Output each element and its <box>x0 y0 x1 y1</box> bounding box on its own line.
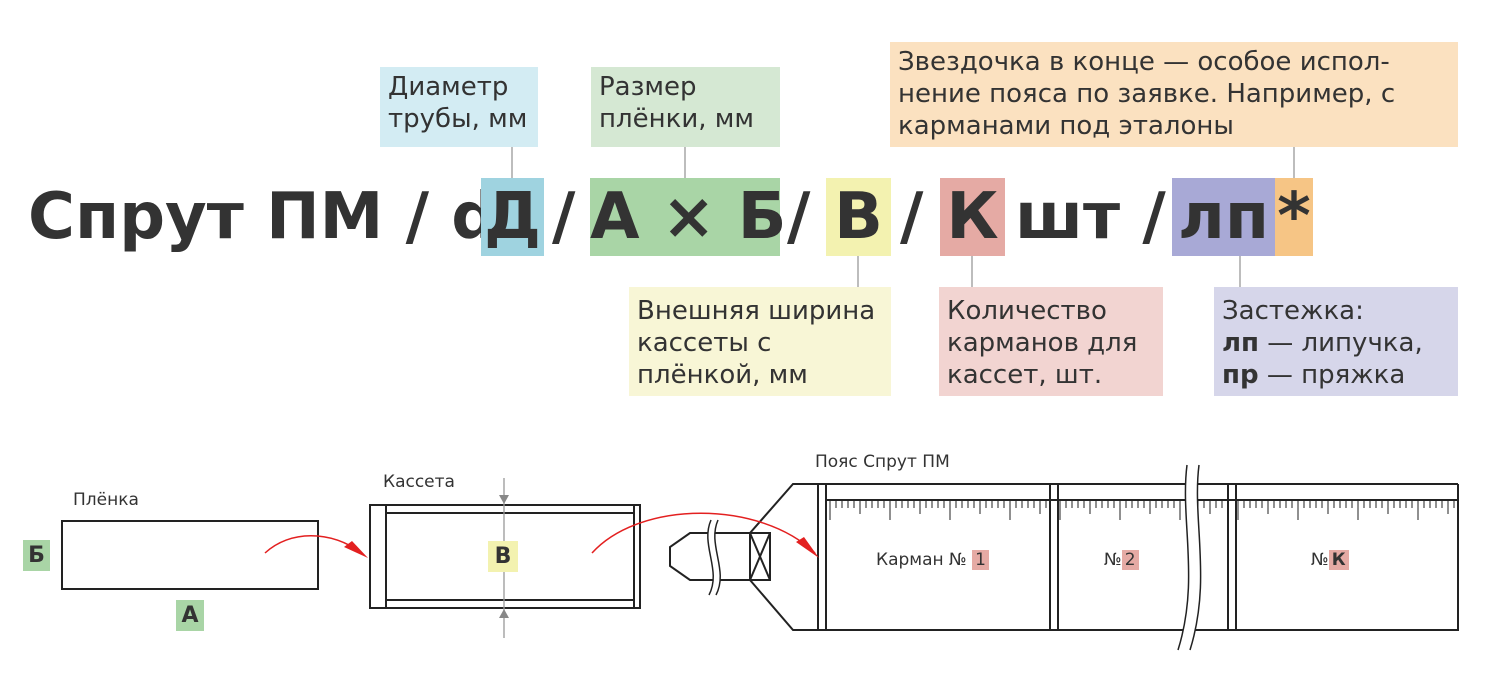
pocket-number: 2 <box>1121 550 1139 570</box>
film-a-tag: А <box>176 600 204 631</box>
label-fastener: Застежка: лп — липучка, пр — пряжка <box>1214 287 1458 396</box>
pocket-prefix: № <box>1311 550 1329 570</box>
film-label: Плёнка <box>73 490 139 510</box>
formula-count-unit: шт / <box>1015 180 1166 254</box>
fastener-title: Застежка: <box>1222 296 1364 326</box>
arrow-head-icon <box>344 541 368 558</box>
label-special: Звездочка в конце — особое испол-нение п… <box>890 42 1458 147</box>
formula-count: К <box>940 178 1005 256</box>
pocket-prefix: Карман № <box>876 550 967 570</box>
label-diameter: Диаметр трубы, мм <box>380 67 538 147</box>
cassette-v-tag: В <box>488 541 518 572</box>
formula-sep: / <box>787 180 811 254</box>
pocket-number: К <box>1328 550 1349 570</box>
label-width: Внешняя ширина кассеты с плёнкой, мм <box>629 287 891 396</box>
arrow-film-to-cassette <box>264 535 363 554</box>
pocket-prefix: № <box>1104 550 1122 570</box>
formula-special: * <box>1275 178 1313 256</box>
arrow-cassette-to-belt <box>591 512 816 554</box>
belt-label: Пояс Спрут ПМ <box>815 452 950 472</box>
ruler-ticks <box>829 500 1455 520</box>
film-b-tag: Б <box>23 540 50 571</box>
fastener-text: — липучка, <box>1259 328 1423 358</box>
formula-sep: / <box>900 180 924 254</box>
fastener-code: пр <box>1222 360 1259 390</box>
cassette-label: Кассета <box>383 472 455 492</box>
cassette-shape <box>369 504 641 609</box>
fastener-option-lp: лп — липучка, <box>1222 327 1450 359</box>
label-size: Размер плёнки, мм <box>591 67 780 147</box>
formula-size: А × Б <box>590 178 787 256</box>
formula-fastener: лп <box>1172 178 1275 256</box>
film-rect <box>61 520 319 590</box>
fastener-code: лп <box>1222 328 1260 358</box>
label-count: Количество карманов для кассет, шт. <box>939 287 1163 396</box>
formula-prefix: Спрут ПМ / d <box>28 180 498 254</box>
arrow-head-icon <box>796 537 819 558</box>
fastener-option-pr: пр — пряжка <box>1222 359 1450 391</box>
formula-width: В <box>826 178 891 256</box>
formula-diameter: Д <box>481 178 544 256</box>
formula-sep: / <box>552 180 576 254</box>
fastener-text: — пряжка <box>1258 360 1406 390</box>
break-marks <box>707 464 1202 651</box>
pocket-number: 1 <box>972 550 989 570</box>
pocket-1: Карман № 1 <box>876 547 989 573</box>
